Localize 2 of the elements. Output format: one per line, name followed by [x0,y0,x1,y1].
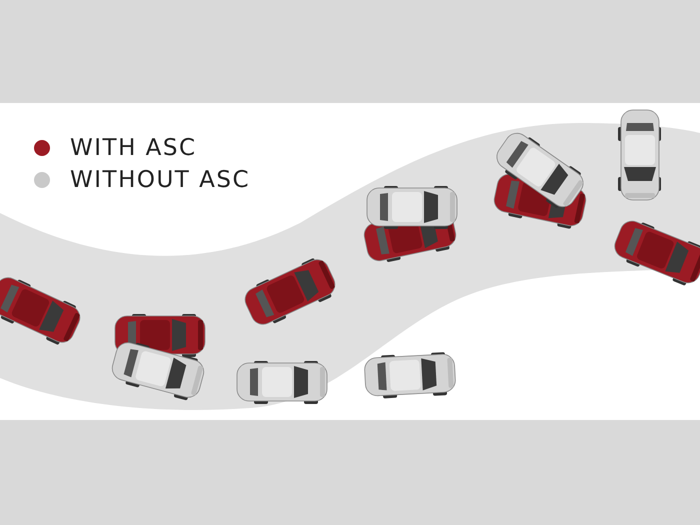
legend-label: WITH ASC [70,135,197,161]
legend-label: WITHOUT ASC [70,167,250,193]
